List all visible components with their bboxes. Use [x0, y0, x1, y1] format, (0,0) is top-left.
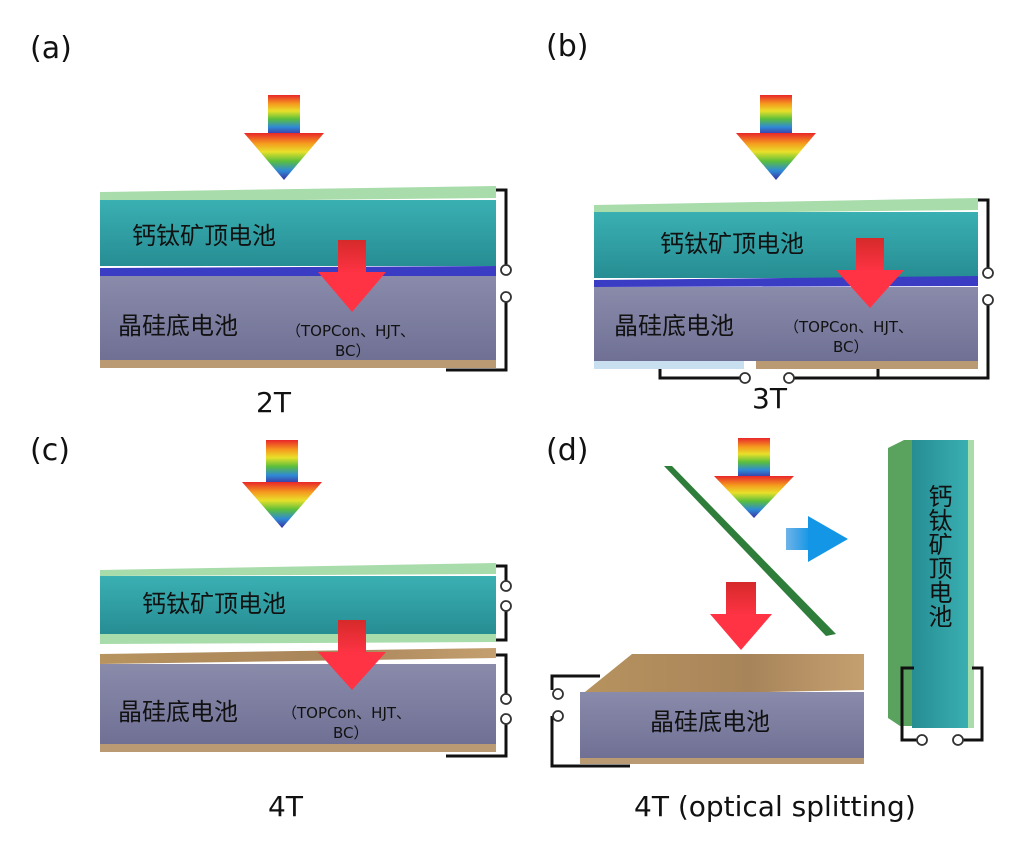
terminal-icon: [500, 693, 512, 705]
silicon-tech-label-line2: BC）: [333, 724, 369, 742]
silicon-cell-label: 晶硅底电池: [118, 312, 238, 340]
silicon-bottom-cell: [100, 664, 496, 744]
panel-d-caption: 4T (optical splitting): [634, 790, 916, 823]
back-contact-layer: [594, 361, 744, 369]
reflected-light-arrow-icon: [786, 516, 848, 562]
back-contact-layer: [100, 360, 496, 368]
terminal-icon: [552, 710, 564, 722]
terminal-icon: [952, 734, 964, 746]
perovskite-top-cell: [100, 576, 496, 634]
silicon-tech-label-line1: （TOPCon、HJT、: [784, 318, 913, 336]
sunlight-arrow-icon: [736, 95, 816, 180]
circuit-wire: [658, 369, 740, 380]
silicon-tech-label-line1: （TOPCon、HJT、: [282, 704, 411, 722]
panel-a-caption: 2T: [256, 386, 292, 419]
terminal-icon: [916, 734, 928, 746]
circuit-wire: [790, 300, 990, 380]
back-contact-layer: [756, 361, 978, 369]
sunlight-arrow-icon: [244, 95, 324, 180]
silicon-tech-label-line2: BC）: [335, 342, 371, 360]
recombination-layer: [100, 266, 496, 276]
terminal-icon: [783, 372, 795, 384]
bottom-electrode-layer: [100, 634, 496, 644]
panel-d-letter: (d): [546, 433, 588, 468]
circuit-wire: [900, 666, 918, 742]
panel-d: (d) 晶硅底电池 钙钛矿顶电池: [546, 433, 984, 823]
silicon-tech-label-line1: （TOPCon、HJT、: [286, 322, 415, 340]
perovskite-cell-label: 钙钛矿顶电池: [660, 230, 804, 258]
circuit-wire: [446, 720, 508, 758]
perovskite-cell-label: 钙钛矿顶电池: [132, 222, 276, 250]
terminal-icon: [500, 713, 512, 725]
silicon-cell-label: 晶硅底电池: [650, 708, 770, 736]
panel-b: (b) 钙钛矿顶电池 晶硅底电池 （TOPCon、HJT、 BC） 3T: [546, 29, 994, 415]
panel-a-letter: (a): [30, 31, 72, 66]
top-electrode-layer: [888, 440, 914, 726]
transmitted-light-arrow-icon: [318, 240, 386, 312]
panel-b-caption: 3T: [752, 382, 788, 415]
panel-c-caption: 4T: [268, 790, 304, 823]
transmitted-light-arrow-icon: [318, 620, 386, 690]
terminal-icon: [500, 291, 512, 303]
terminal-icon: [739, 372, 751, 384]
top-electrode-layer: [580, 654, 864, 696]
top-electrode-layer: [100, 186, 496, 202]
terminal-icon: [552, 688, 564, 700]
perovskite-cell-label: 钙钛矿顶电池: [142, 590, 286, 618]
panel-b-letter: (b): [546, 29, 588, 64]
circuit-wire: [496, 608, 508, 642]
back-contact-layer: [580, 758, 864, 764]
perovskite-cell-label: 钙钛矿顶电池: [924, 484, 952, 628]
terminal-icon: [500, 580, 512, 592]
circuit-wire: [496, 653, 508, 696]
dichroic-mirror: [664, 466, 836, 636]
circuit-wire: [962, 666, 984, 742]
silicon-bottom-cell: [100, 276, 496, 360]
silicon-bottom-cell: [594, 287, 978, 361]
circuit-wire: [550, 716, 630, 768]
bottom-electrode-layer: [968, 440, 974, 728]
silicon-tech-label-line2: BC）: [833, 338, 869, 356]
sunlight-arrow-icon: [242, 440, 322, 528]
terminal-icon: [982, 267, 994, 279]
panel-c: (c) 钙钛矿顶电池 晶硅底电池 （TOPCon、HJT、 BC） 4T: [30, 433, 512, 823]
silicon-cell-label: 晶硅底电池: [614, 312, 734, 340]
terminal-icon: [500, 600, 512, 612]
transmitted-light-arrow-icon: [836, 238, 904, 308]
top-electrode-layer: [594, 198, 978, 214]
panel-a: (a) 钙钛矿顶电池 晶硅底电池 （TOPCon、HJT、 BC） 2T: [30, 31, 512, 419]
silicon-bottom-cell: [580, 692, 864, 758]
circuit-wire: [550, 674, 600, 690]
perovskite-top-cell: [912, 440, 970, 728]
terminal-icon: [500, 264, 512, 276]
sunlight-arrow-icon: [714, 438, 794, 518]
top-electrode-layer: [100, 563, 496, 576]
back-contact-layer: [100, 744, 496, 752]
circuit-wire: [496, 188, 508, 268]
circuit-wire: [496, 564, 508, 584]
transmitted-light-arrow-icon: [710, 582, 772, 650]
panel-c-letter: (c): [30, 433, 70, 468]
perovskite-top-cell: [594, 212, 978, 278]
circuit-wire: [446, 298, 508, 372]
terminal-icon: [982, 294, 994, 306]
silicon-cell-label: 晶硅底电池: [118, 698, 238, 726]
top-electrode-layer: [100, 648, 496, 664]
perovskite-top-cell: [100, 200, 496, 266]
circuit-wire: [978, 198, 990, 270]
